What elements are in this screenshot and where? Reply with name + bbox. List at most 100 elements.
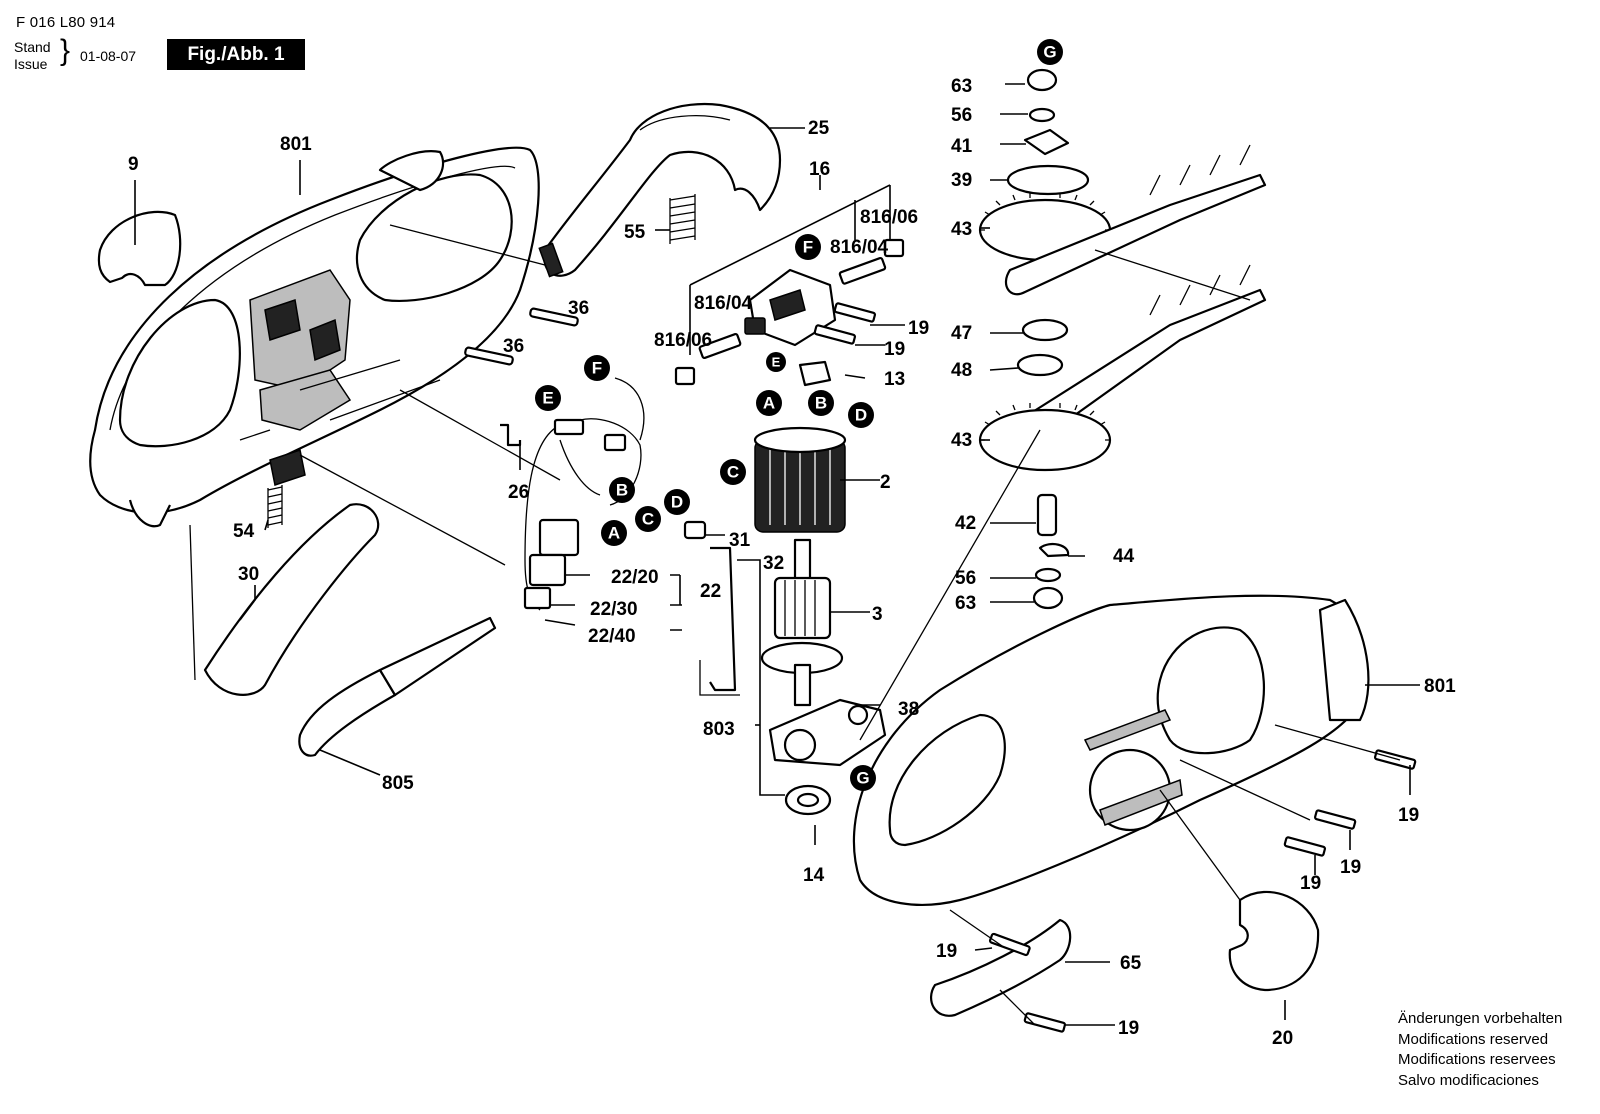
- label-22: 22: [700, 581, 721, 602]
- label-63-top: 63: [951, 76, 972, 97]
- label-19-brush-lower: 19: [884, 339, 905, 360]
- brace-symbol: }: [60, 34, 71, 67]
- label-14: 14: [803, 865, 825, 886]
- label-3: 3: [872, 604, 883, 625]
- label-805: 805: [382, 773, 414, 794]
- label-55: 55: [624, 222, 646, 243]
- note-german: Änderungen vorbehalten: [1398, 1010, 1563, 1027]
- marker-d-stator: D: [855, 406, 867, 425]
- screw-19-b: [813, 324, 857, 345]
- gear-stack-top: [978, 68, 1112, 262]
- switch-assembly-22: [523, 377, 645, 611]
- marker-d-switch: D: [671, 493, 683, 512]
- modification-notice: Änderungen vorbehalten Modifications res…: [1398, 1009, 1598, 1091]
- label-26: 26: [508, 482, 529, 503]
- marker-f-brush: F: [803, 238, 813, 257]
- marker-g-bearing: G: [856, 769, 869, 788]
- screw-19-e: [1283, 836, 1327, 857]
- brush-holder-16: [744, 268, 837, 347]
- label-816-04-mid: 816/04: [694, 293, 753, 314]
- note-french: Modifications reservees: [1398, 1051, 1556, 1068]
- spring-55: [669, 194, 696, 244]
- trigger-lever-30: [203, 503, 380, 696]
- eccentric-48: [1016, 353, 1064, 377]
- label-19-brush-upper: 19: [908, 318, 929, 339]
- armature-3: [760, 538, 844, 707]
- label-20: 20: [1272, 1028, 1293, 1049]
- label-19-right: 19: [1398, 805, 1419, 826]
- marker-f-switch: F: [592, 359, 602, 378]
- label-56-lower: 56: [955, 568, 976, 589]
- pin-36-b: [464, 346, 514, 366]
- label-9: 9: [128, 154, 139, 175]
- terminal-816-04-b: [698, 332, 742, 360]
- marker-b-switch: B: [616, 481, 628, 500]
- note-spanish: Salvo modificaciones: [1398, 1071, 1539, 1089]
- label-2: 2: [880, 472, 891, 493]
- rod-32: [709, 546, 737, 692]
- label-22-30: 22/30: [590, 599, 638, 620]
- screw-19-c: [1373, 749, 1417, 770]
- issue-date: 01-08-07: [80, 48, 137, 64]
- pin-36-a: [529, 307, 579, 327]
- label-36-lower: 36: [503, 336, 524, 357]
- clip-26: [500, 423, 522, 447]
- label-56-top: 56: [951, 105, 972, 126]
- marker-e-switch: E: [542, 389, 553, 408]
- screw-19-g: [1023, 1012, 1067, 1033]
- label-22-20: 22/20: [611, 567, 659, 588]
- marker-e-brush: E: [772, 355, 781, 370]
- label-36-upper: 36: [568, 298, 589, 319]
- cutter-blade-upper: [1004, 144, 1267, 296]
- switch-slide-31: [683, 520, 707, 540]
- note-english: Modifications reserved: [1398, 1030, 1549, 1048]
- label-16: 16: [809, 159, 830, 180]
- terminal-816-04-a: [838, 256, 887, 285]
- label-39: 39: [951, 170, 972, 191]
- gear-43-lower: [978, 403, 1112, 472]
- label-31: 31: [729, 530, 751, 551]
- label-816-06-top: 816/06: [860, 207, 918, 228]
- label-43-lower: 43: [951, 430, 972, 451]
- trigger-65: [929, 918, 1072, 1017]
- label-19-lower-a: 19: [1340, 857, 1361, 878]
- bushing-63-b: [1032, 586, 1064, 610]
- document-header: F 016 L80 914 Stand Issue } 01-08-07 Fig…: [0, 0, 320, 80]
- power-cable-805: [298, 616, 497, 757]
- spring-54: [267, 485, 283, 528]
- label-65: 65: [1120, 953, 1142, 974]
- label-13: 13: [884, 369, 905, 390]
- label-48: 48: [951, 360, 972, 381]
- screw-19-d: [1313, 809, 1357, 830]
- marker-b-stator: B: [815, 394, 827, 413]
- issue-label: Issue: [14, 56, 48, 72]
- label-43-upper: 43: [951, 219, 972, 240]
- stand-label: Stand: [14, 39, 51, 55]
- handle-25: [538, 103, 782, 278]
- stator-2: [753, 426, 847, 533]
- label-41: 41: [951, 136, 973, 157]
- right-housing-shell: [852, 594, 1370, 906]
- marker-g-top: G: [1043, 43, 1056, 62]
- label-803: 803: [703, 719, 735, 740]
- document-number: F 016 L80 914: [16, 14, 116, 31]
- nut-13: [798, 360, 832, 387]
- screw-19-a: [833, 302, 877, 323]
- label-54: 54: [233, 521, 255, 542]
- marker-a-stator: A: [763, 394, 775, 413]
- label-19-lower-b: 19: [1300, 873, 1321, 894]
- label-19-trigger: 19: [936, 941, 957, 962]
- marker-c-switch: C: [642, 510, 654, 529]
- label-42: 42: [955, 513, 976, 534]
- label-22-40: 22/40: [588, 626, 636, 647]
- label-32: 32: [763, 553, 784, 574]
- shaft-42: [1036, 493, 1058, 537]
- label-19-bottom: 19: [1118, 1018, 1139, 1039]
- eccentric-47: [1021, 318, 1069, 342]
- marker-c-stator: C: [727, 463, 739, 482]
- label-816-06-mid: 816/06: [654, 330, 712, 351]
- leader-lines: [134, 83, 1420, 1026]
- cover-20: [1228, 890, 1320, 992]
